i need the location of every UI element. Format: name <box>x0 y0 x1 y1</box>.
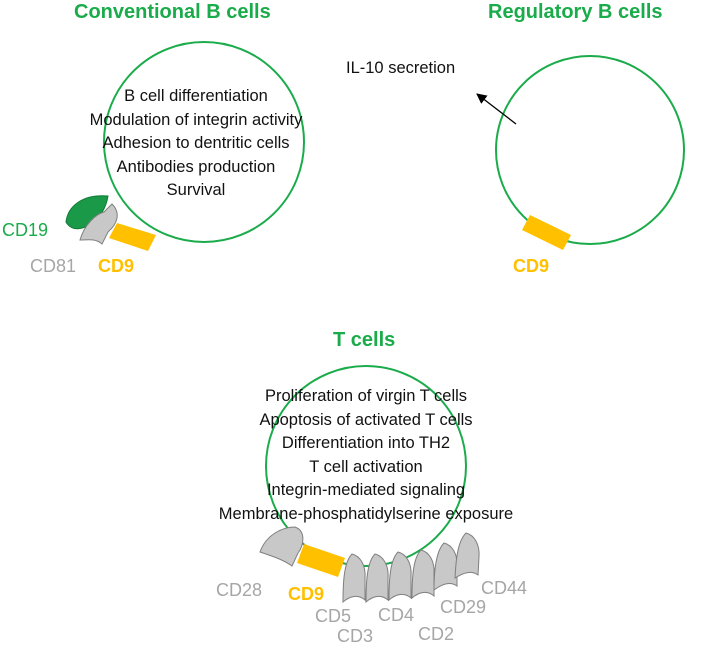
function-item: T cell activation <box>309 457 423 476</box>
cd44-label: CD44 <box>481 578 528 598</box>
cd2-label: CD2 <box>418 624 455 644</box>
cd29-receptor-shape <box>433 542 458 591</box>
function-item: B cell differentiation <box>124 87 268 105</box>
cd19-label: CD19 <box>2 220 49 240</box>
cd9-tetraspanin-tcell <box>297 544 345 577</box>
function-item: Adhesion to dentritic cells <box>102 134 290 152</box>
cd19-receptor-shape <box>65 195 109 230</box>
cd3-label: CD3 <box>337 626 374 646</box>
il10-secretion-label: IL-10 secretion <box>346 59 456 77</box>
t-cell-function-list: Proliferation of virgin T cells Apoptosi… <box>190 385 542 526</box>
t-cell-membrane <box>265 365 467 567</box>
cd2-receptor-shape <box>411 549 435 600</box>
function-item: Differentiation into TH2 <box>281 434 451 452</box>
cd4-receptor-shape <box>388 551 412 602</box>
cd28-receptor-shape <box>259 526 304 567</box>
cd9-tetraspanin-regulatory <box>522 215 571 250</box>
conventional-b-cells-title: Conventional B cells <box>74 1 271 23</box>
function-item: Survival <box>166 181 226 199</box>
cd4-label: CD4 <box>378 605 415 625</box>
t-cells-title: T cells <box>333 329 396 351</box>
conventional-b-function-list: B cell differentiation Modulation of int… <box>40 85 352 203</box>
cd44-receptor-shape <box>454 532 480 579</box>
function-item: Apoptosis of activated T cells <box>259 410 473 429</box>
cd9-tetraspanin-conventional <box>109 223 156 251</box>
regulatory-b-cell-membrane <box>495 55 685 245</box>
cd9-label-conventional: CD9 <box>98 256 135 276</box>
cd81-receptor-shape <box>79 203 118 245</box>
cd29-label: CD29 <box>440 597 487 617</box>
il10-secretion-arrow <box>476 93 517 125</box>
function-item: Modulation of integrin activity <box>89 110 303 129</box>
function-item: Antibodies production <box>116 157 276 176</box>
function-item: Membrane-phosphatidylserine exposure <box>218 504 514 523</box>
function-item: Proliferation of virgin T cells <box>264 387 468 405</box>
conventional-b-cell-membrane <box>103 41 305 243</box>
cd5-label: CD5 <box>315 606 352 626</box>
cd5-receptor-shape <box>342 553 366 604</box>
regulatory-b-cells-title: Regulatory B cells <box>488 1 663 23</box>
cd3-receptor-shape <box>365 553 389 604</box>
function-item: Integrin-mediated signaling <box>266 481 466 499</box>
cd28-label: CD28 <box>216 580 263 600</box>
cd9-label-tcell: CD9 <box>288 584 325 604</box>
cd9-label-regulatory: CD9 <box>513 256 550 276</box>
cd81-label: CD81 <box>30 256 77 276</box>
